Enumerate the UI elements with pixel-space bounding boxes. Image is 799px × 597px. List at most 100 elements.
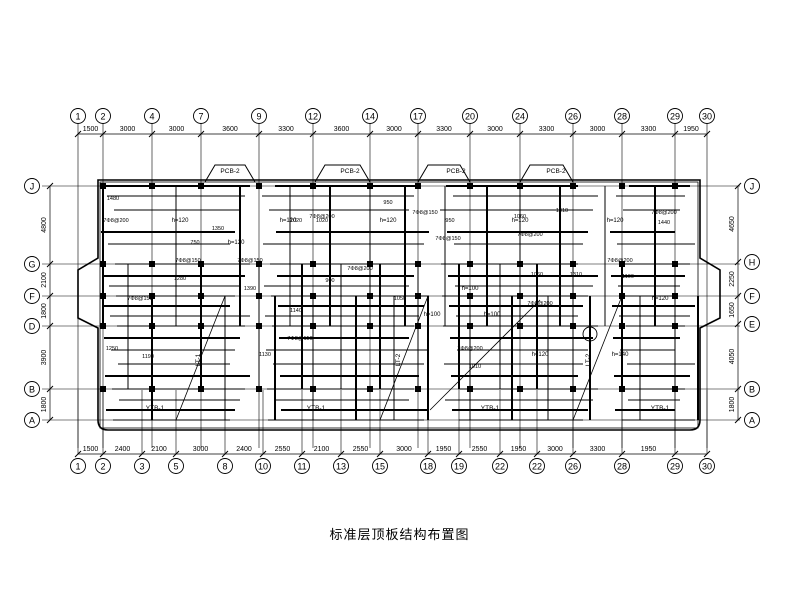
axis-bubble-bottom [294,458,310,474]
dimension-tick [703,450,711,458]
thickness-label: h=120 [512,218,530,224]
axis-bubble-top [305,108,321,124]
length-label: 1250 [106,346,118,352]
axis-bubble-right [744,288,760,304]
column-square [415,386,421,392]
dimension-tick [298,450,306,458]
rebar-label: 7Φ8@200 [309,214,334,220]
column-square [149,386,155,392]
axis-bubble-bottom [70,458,86,474]
length-label: 1060 [531,272,543,278]
column-square [415,323,421,329]
axis-bubble-bottom [255,458,271,474]
axis-bubble-left-label: A [29,416,35,426]
length-label: 1020 [316,218,328,224]
column-square [149,183,155,189]
column-square [570,261,576,267]
column-square [310,293,316,299]
column-square [619,261,625,267]
axis-bubble-bottom [95,458,111,474]
dimension-tick [703,130,711,138]
column-square [467,183,473,189]
dimension-tick [734,292,742,300]
axis-bubble-bottom-label: 26 [568,462,578,472]
dimension-tick [618,130,626,138]
axis-bubble-bottom [372,458,388,474]
dimension-text: 4050 [729,349,736,365]
dimension-text: 2250 [729,271,736,287]
thickness-label: h=120 [228,240,246,246]
column-square [198,261,204,267]
stair-label: LT-2 [395,353,402,366]
dimension-text: 3900 [41,350,48,366]
dimension-tick [414,130,422,138]
length-label: 1390 [244,286,256,292]
rebar-label: 7Φ8@150 [127,296,152,302]
axis-bubble-top-label: 17 [413,112,423,122]
dimension-text: 2100 [41,272,48,288]
bay-projection [417,164,471,183]
dimension-text: 1950 [683,126,699,133]
dimension-tick [533,450,541,458]
length-label: 1130 [259,352,271,358]
axis-bubble-right [744,381,760,397]
dimension-tick [516,130,524,138]
column-square [517,261,523,267]
ytb-label: YTB-1 [651,405,670,412]
axis-bubble-right [744,412,760,428]
dimension-text: 3000 [120,126,136,133]
pcb-label: PCB-2 [446,168,466,175]
dimension-tick [46,385,54,393]
dimension-text: 1650 [729,302,736,318]
column-square [570,323,576,329]
column-square [367,386,373,392]
column-square [100,386,106,392]
length-label: 1440 [658,220,670,226]
axis-bubble-bottom-label: 22 [532,462,542,472]
building-outline [77,164,721,431]
column-square [149,261,155,267]
axis-bubble-top-label: 4 [149,112,154,122]
dimension-tick [455,450,463,458]
column-square [415,183,421,189]
dimension-tick [221,450,229,458]
dimension-text: 3600 [222,126,238,133]
axis-bubble-right [744,254,760,270]
column-square [367,183,373,189]
bay-projection [314,164,371,183]
dimension-text: 3000 [487,126,503,133]
axis-bubble-top-label: 30 [702,112,712,122]
column-square [198,293,204,299]
axis-bubble-left [24,256,40,272]
axis-bubble-bottom-label: 28 [617,462,627,472]
axis-bubble-bottom-label: 8 [222,462,227,472]
length-label: 1190 [142,354,154,360]
axis-bubble-left-label: F [29,292,35,302]
dimension-text: 1800 [41,397,48,413]
axis-bubble-top [667,108,683,124]
dimension-text: 1950 [511,446,527,453]
length-label: 1310 [556,208,568,214]
axis-bubble-top [614,108,630,124]
axis-bubble-top-label: 2 [100,112,105,122]
column-square [100,293,106,299]
column-square [619,183,625,189]
axis-bubble-right-label: H [749,258,756,268]
dimension-tick [46,260,54,268]
axis-bubble-bottom-label: 22 [495,462,505,472]
pcb-label: PCB-2 [340,168,360,175]
axis-bubble-right [744,316,760,332]
column-square [149,323,155,329]
ytb-label: YTB-1 [481,405,500,412]
dimension-text: 3600 [334,126,350,133]
axis-bubble-bottom-label: 15 [375,462,385,472]
column-square [570,183,576,189]
column-square [256,261,262,267]
axis-bubble-bottom [529,458,545,474]
column-square [367,293,373,299]
dimension-tick [46,182,54,190]
column-square [467,323,473,329]
axis-bubble-top-label: 24 [515,112,525,122]
axis-bubble-top [193,108,209,124]
